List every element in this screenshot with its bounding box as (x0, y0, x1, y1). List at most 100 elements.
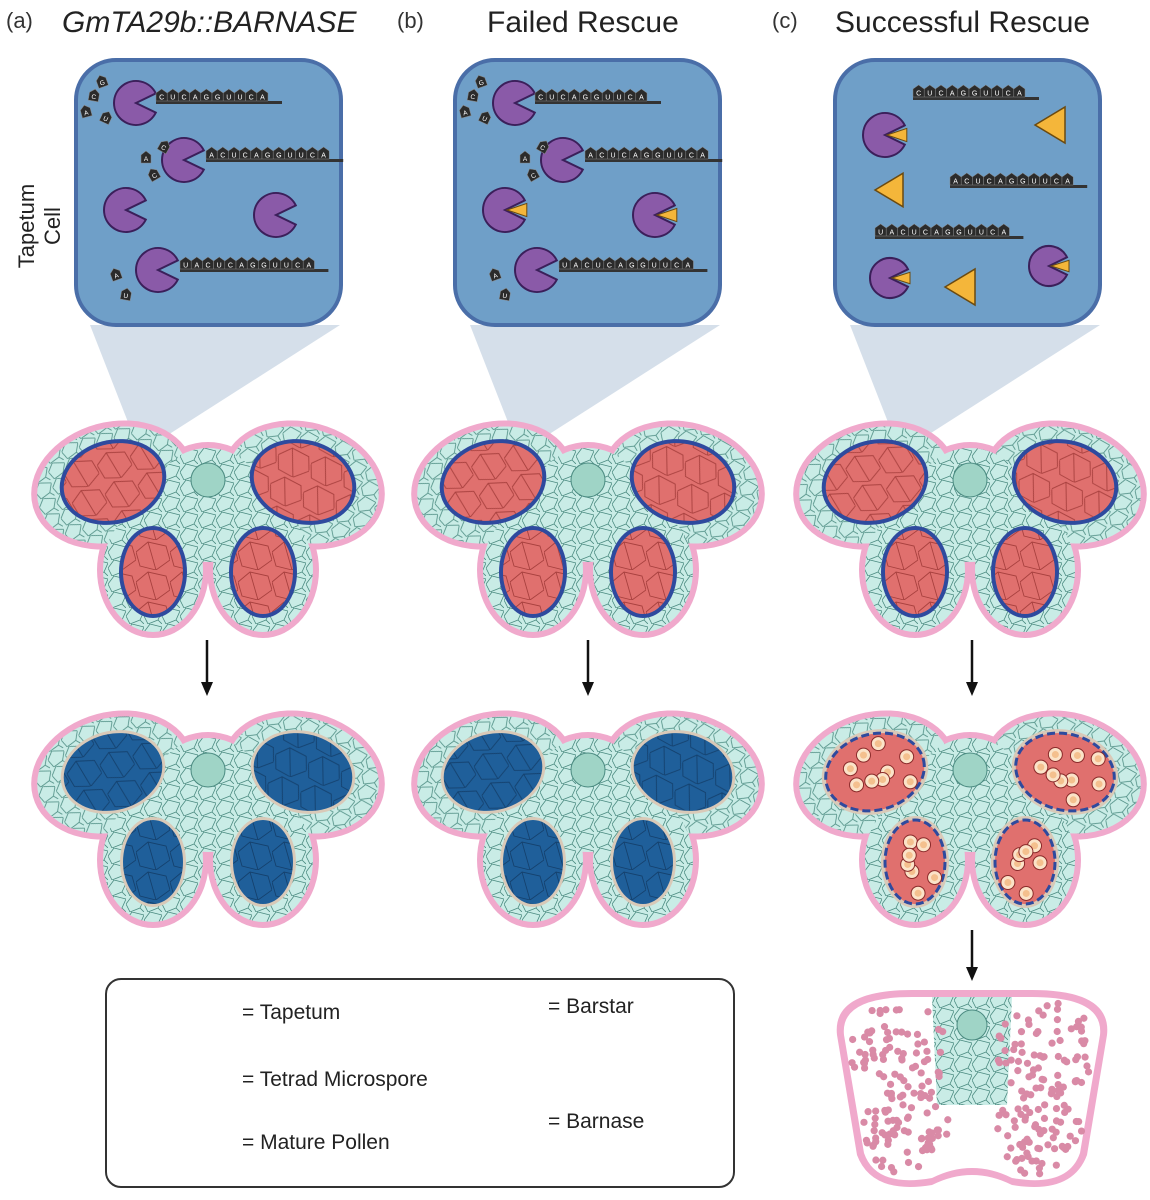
mature-pollen (944, 1116, 952, 1124)
svg-text:A: A (950, 91, 955, 98)
svg-text:U: U (927, 91, 932, 98)
mature-pollen (848, 1059, 856, 1067)
mature-pollen (1077, 1127, 1086, 1135)
svg-text:C: C (1054, 179, 1059, 186)
mature-pollen (924, 1134, 932, 1142)
mature-pollen (1001, 1020, 1009, 1028)
svg-text:U: U (994, 91, 999, 98)
free-nucleotide: A (80, 104, 93, 119)
svg-text:G: G (99, 79, 106, 87)
svg-text:A: A (254, 153, 259, 160)
svg-text:C: C (628, 95, 633, 102)
svg-text:A: A (633, 153, 638, 160)
mature-pollen (1054, 1071, 1062, 1079)
locule (881, 816, 949, 908)
svg-text:G: G (265, 153, 270, 160)
mature-pollen (871, 1114, 879, 1122)
panel-c-letter: (c) (772, 8, 798, 33)
degenerating-tapetum (1014, 731, 1116, 813)
svg-text:C: C (1006, 91, 1011, 98)
barstar-icon (505, 202, 528, 218)
anther-stage2-c (793, 710, 1147, 928)
mature-pollen (1010, 1045, 1018, 1054)
mature-pollen (1047, 1090, 1055, 1098)
anther-stage1-a (31, 420, 385, 638)
mature-pollen (920, 1038, 928, 1046)
mature-pollen (860, 1118, 868, 1126)
svg-text:U: U (666, 153, 671, 160)
svg-text:A: A (998, 179, 1003, 186)
svg-text:U: U (616, 95, 621, 102)
svg-text:G: G (276, 153, 281, 160)
mature-pollen (925, 1094, 934, 1102)
panel-a-letter: (a) (6, 8, 33, 33)
zoom-cone-b (470, 325, 720, 440)
svg-text:A: A (113, 272, 120, 280)
mature-pollen (1021, 1113, 1030, 1121)
svg-text:C: C (987, 179, 992, 186)
svg-text:C: C (538, 95, 543, 102)
mature-pollen (899, 1101, 907, 1109)
mature-pollen (1063, 1058, 1071, 1066)
barnase-icon (632, 192, 678, 238)
svg-text:U: U (123, 293, 129, 301)
mature-pollen (1017, 1040, 1025, 1048)
mature-pollen (856, 1048, 864, 1056)
zoom-cone-c (850, 325, 1100, 440)
mature-pollen (923, 1109, 931, 1117)
mature-pollen (1014, 1105, 1022, 1113)
svg-text:G: G (478, 79, 485, 87)
svg-text:G: G (972, 91, 977, 98)
svg-text:G: G (215, 95, 220, 102)
mature-pollen (881, 1131, 889, 1139)
mature-pollen (1043, 1002, 1051, 1010)
mature-pollen (923, 1047, 931, 1055)
svg-text:U: U (299, 153, 304, 160)
svg-text:C: C (243, 153, 248, 160)
mature-pollen (917, 1069, 925, 1077)
mature-pollen (1034, 1144, 1042, 1152)
mature-pollen (1030, 1051, 1038, 1059)
mature-pollen (876, 1006, 884, 1015)
svg-text:C: C (923, 230, 928, 237)
legend-tapetum-label: = Tapetum (242, 1001, 341, 1024)
mature-pollen (913, 1030, 922, 1039)
svg-text:C: C (159, 95, 164, 102)
svg-text:G: G (250, 263, 255, 270)
svg-text:C: C (249, 95, 254, 102)
svg-text:U: U (183, 263, 188, 270)
svg-text:A: A (1065, 179, 1070, 186)
mature-pollen (918, 1082, 926, 1090)
svg-text:G: G (1020, 179, 1025, 186)
anther-stage2-a (31, 710, 385, 928)
mature-pollen (1081, 1053, 1089, 1061)
svg-text:A: A (700, 153, 705, 160)
panel-c-title: Successful Rescue (835, 6, 1091, 39)
locule (250, 730, 356, 814)
svg-text:A: A (83, 109, 90, 117)
mature-pollen (864, 1108, 872, 1116)
mature-pollen (1028, 1071, 1037, 1079)
svg-text:A: A (193, 95, 198, 102)
barnase-icon (135, 247, 180, 293)
mature-pollen (1061, 1108, 1069, 1117)
mature-pollen (1014, 1057, 1023, 1065)
barnase-icon (492, 80, 537, 126)
free-nucleotide: G (474, 75, 488, 89)
mature-pollen (999, 1106, 1007, 1114)
mature-pollen (884, 1028, 892, 1037)
mature-pollen (934, 1132, 942, 1140)
free-nucleotide: U (119, 287, 132, 302)
legend-box (105, 978, 735, 1188)
mature-pollen (1017, 1166, 1025, 1174)
mature-pollen (1056, 1036, 1064, 1045)
mature-pollen (889, 1116, 897, 1124)
svg-text:U: U (562, 263, 567, 270)
mature-pollen (869, 1050, 877, 1059)
vascular-bundle (952, 462, 988, 498)
